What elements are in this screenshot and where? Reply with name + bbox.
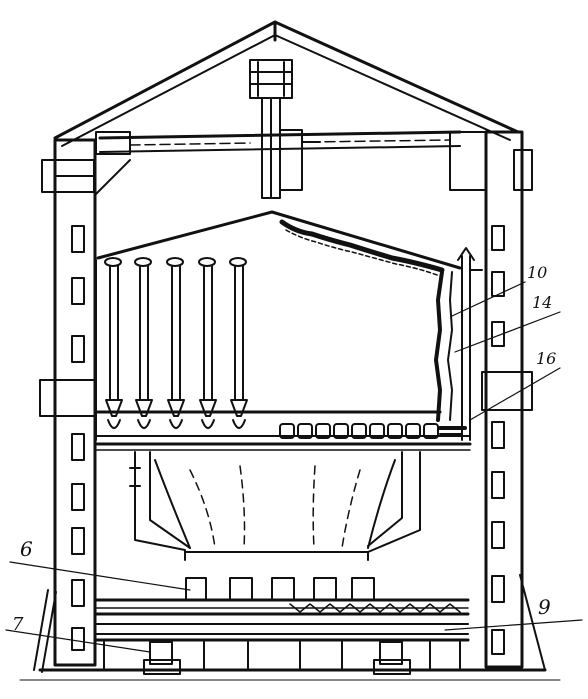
label-9: 9: [538, 595, 551, 619]
conveyor: [94, 577, 470, 642]
furnace-walls: [95, 259, 453, 441]
crane-beam: [95, 129, 462, 191]
nozzle-row: [279, 423, 467, 439]
label-16: 16: [536, 349, 556, 368]
ladder: [33, 589, 57, 673]
leader-lines: [5, 281, 583, 653]
furnace-hood: [96, 210, 462, 277]
electrode-4: [198, 257, 217, 429]
label-7: 7: [12, 614, 24, 635]
label-10: 10: [527, 263, 547, 282]
electrode-2: [134, 257, 153, 429]
roof-truss: [53, 20, 520, 147]
riser-pipe: [457, 247, 483, 441]
electrode-1: [104, 257, 123, 429]
label-6: 6: [20, 537, 33, 561]
electrode-5: [229, 257, 248, 429]
electrode-3: [166, 257, 185, 429]
callout-labels: 10 14 16 6 7 9: [12, 263, 556, 635]
working-platform: [94, 410, 472, 451]
hopper: [129, 451, 421, 561]
label-14: 14: [532, 293, 552, 312]
right-column: [449, 130, 546, 671]
electrode-row: [104, 257, 248, 429]
left-column: [39, 138, 131, 667]
foundation: [19, 641, 561, 681]
